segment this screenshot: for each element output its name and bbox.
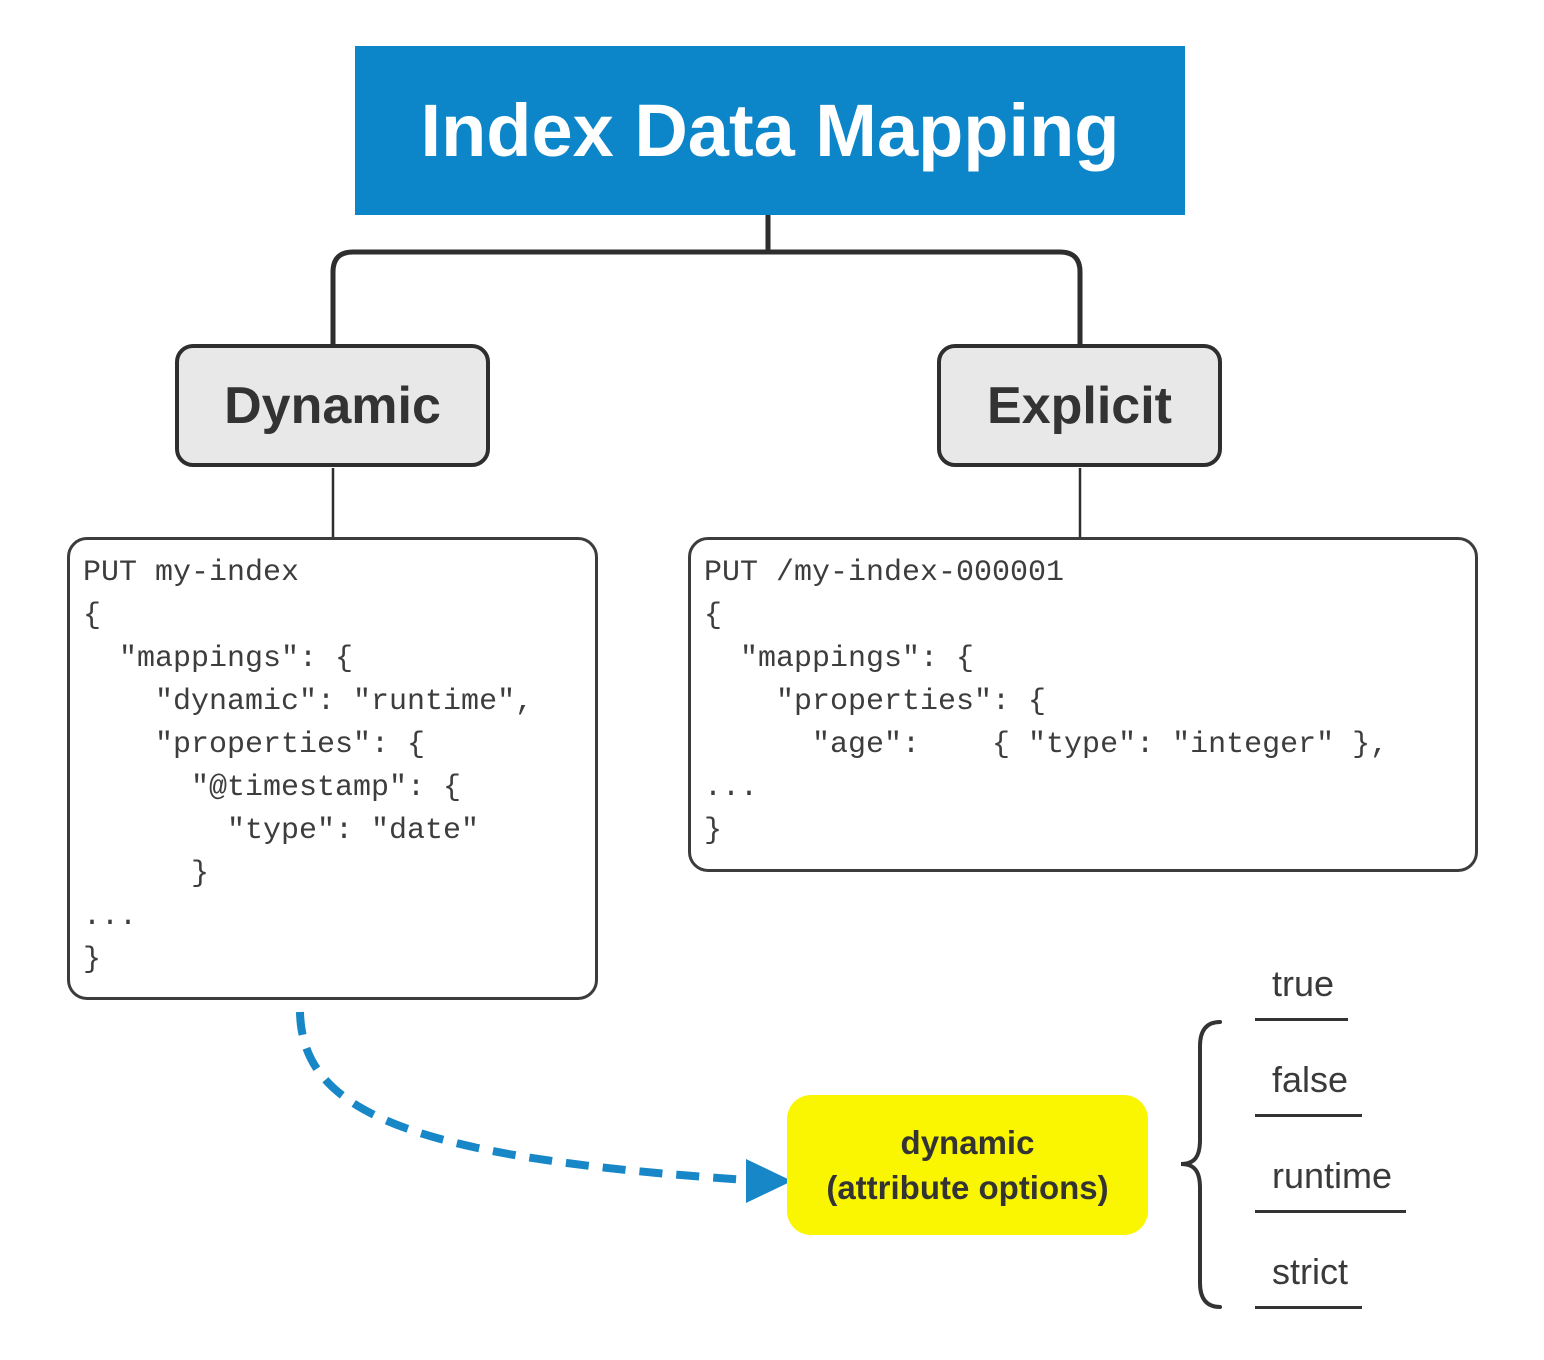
dashed-arrow-head-icon <box>746 1159 792 1203</box>
tree-bracket-line <box>330 249 1083 346</box>
dynamic-options-list: true false runtime strict <box>1255 0 1515 1360</box>
node-dynamic-label: Dynamic <box>224 376 441 435</box>
curly-brace-icon <box>1180 1020 1222 1309</box>
dynamic-option-false: false <box>1255 1058 1363 1117</box>
callout-line1: dynamic <box>900 1124 1035 1161</box>
dynamic-option-runtime: runtime <box>1255 1154 1407 1213</box>
dynamic-attribute-callout: dynamic (attribute options) <box>787 1095 1148 1235</box>
node-dynamic: Dynamic <box>175 344 490 467</box>
page-title: Index Data Mapping <box>420 89 1120 172</box>
dynamic-option-true: true <box>1255 962 1349 1021</box>
node-explicit: Explicit <box>937 344 1222 467</box>
code-block-explicit: PUT /my-index-000001 { "mappings": { "pr… <box>688 537 1478 872</box>
code-block-dynamic: PUT my-index { "mappings": { "dynamic": … <box>67 537 598 1000</box>
dynamic-option-strict: strict <box>1255 1250 1362 1309</box>
node-explicit-label: Explicit <box>987 376 1172 435</box>
callout-line2: (attribute options) <box>826 1169 1109 1206</box>
title-box: Index Data Mapping <box>355 46 1185 215</box>
dashed-arrow-curve <box>296 1011 749 1184</box>
